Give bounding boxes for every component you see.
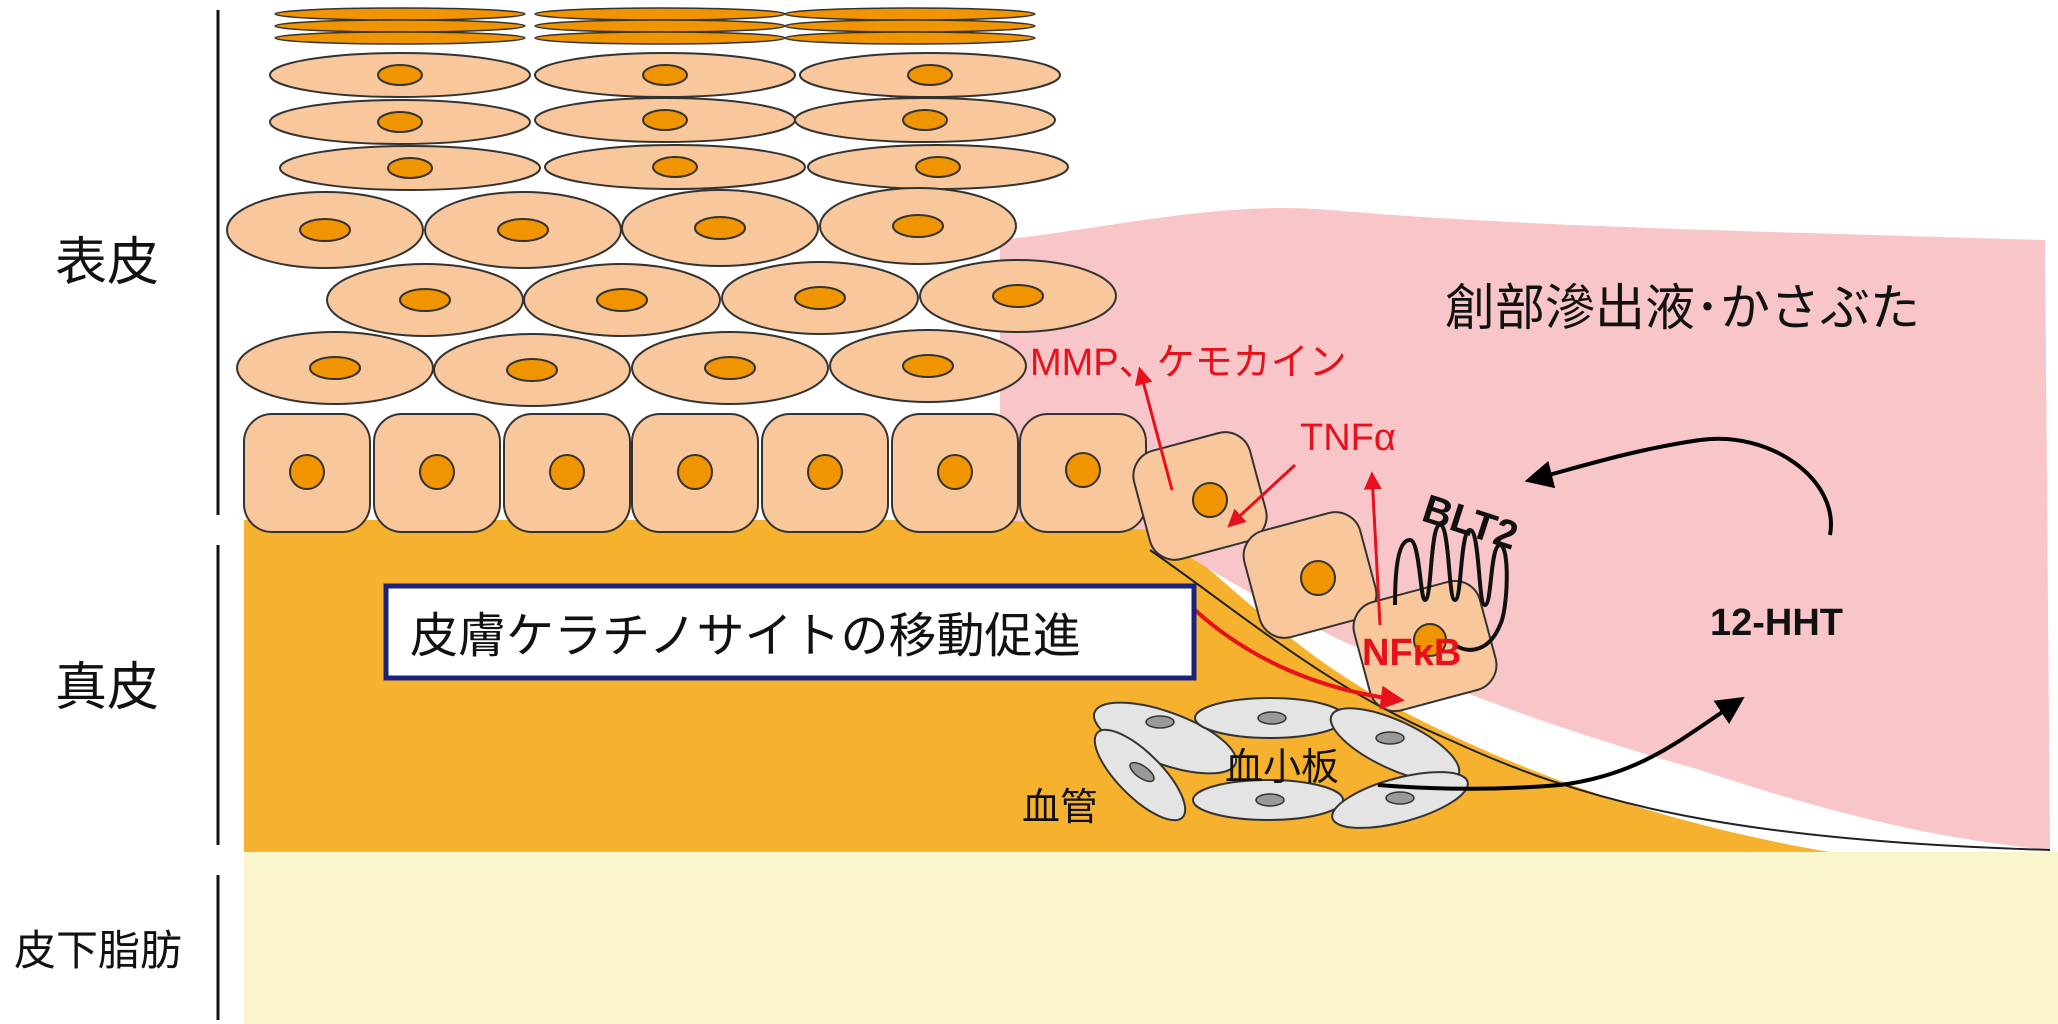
spinous-cells [226, 187, 1117, 407]
blt2-receptor [1393, 522, 1509, 652]
vessel-label: 血管 [1022, 785, 1098, 829]
endothelial-nuclei [1129, 711, 1415, 807]
granular-cells [269, 52, 1069, 191]
mmp-arrow [1135, 366, 1174, 491]
mmp-chemokine-label: MMP、ケモカイン [1030, 342, 1347, 384]
subcutaneous-fat-label: 皮下脂肪 [14, 926, 182, 975]
migration-box-text: 皮膚ケラチノサイトの移動促進 [410, 608, 1081, 664]
wound-label: 創部滲出液･かさぶた [1445, 279, 1920, 337]
hht-label: 12-HHT [1710, 602, 1843, 644]
migration-arrow [1193, 608, 1405, 710]
tnf-label: TNFα [1300, 417, 1396, 459]
stratum-corneum [274, 7, 1036, 45]
migrating-keratinocytes [1132, 431, 1498, 713]
dermis-label: 真皮 [55, 658, 159, 718]
blood-vessel [1092, 697, 1469, 829]
platelet-to-hht-arrow [1377, 696, 1745, 791]
migration-box [383, 583, 1197, 681]
nfkb-to-tnf-arrow [1363, 471, 1382, 626]
platelet-label: 血小板 [1225, 745, 1339, 789]
subcutaneous-fat-layer [244, 852, 2058, 1024]
wound-area [1000, 207, 2050, 850]
hht-to-blt2-arrow [1524, 436, 1833, 536]
epidermis-label: 表皮 [55, 233, 159, 293]
wound-surface-line [1149, 549, 2051, 851]
nfkb-label: NFκB [1362, 632, 1461, 674]
basal-cells [243, 413, 1147, 533]
tnf-to-cell-arrow [1227, 463, 1297, 528]
